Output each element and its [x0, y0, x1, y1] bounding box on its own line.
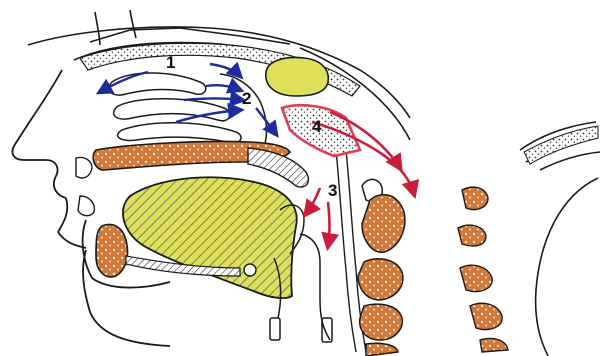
- red-arrow-3: [306, 188, 320, 214]
- sphenoid-sinus: [266, 58, 328, 96]
- label-2: 2: [242, 89, 251, 108]
- lower-teeth: [78, 196, 94, 216]
- label-1: 1: [166, 53, 175, 72]
- red-arrow-4: [328, 202, 330, 246]
- blue-arrow-3: [206, 85, 240, 90]
- tongue: [123, 177, 297, 298]
- blue-arrow-1: [100, 72, 148, 92]
- cervical-vertebrae: [358, 179, 405, 356]
- label-4: 4: [312, 117, 322, 136]
- soft-palate: [248, 148, 308, 187]
- vertebral-processes: [458, 187, 508, 352]
- label-3: 3: [328, 181, 337, 200]
- nasal-turbinates: [109, 73, 267, 152]
- blue-arrow-4: [184, 99, 242, 101]
- upper-teeth: [76, 157, 92, 177]
- occipital-bone: [524, 126, 598, 164]
- blue-arrow-5: [176, 110, 240, 122]
